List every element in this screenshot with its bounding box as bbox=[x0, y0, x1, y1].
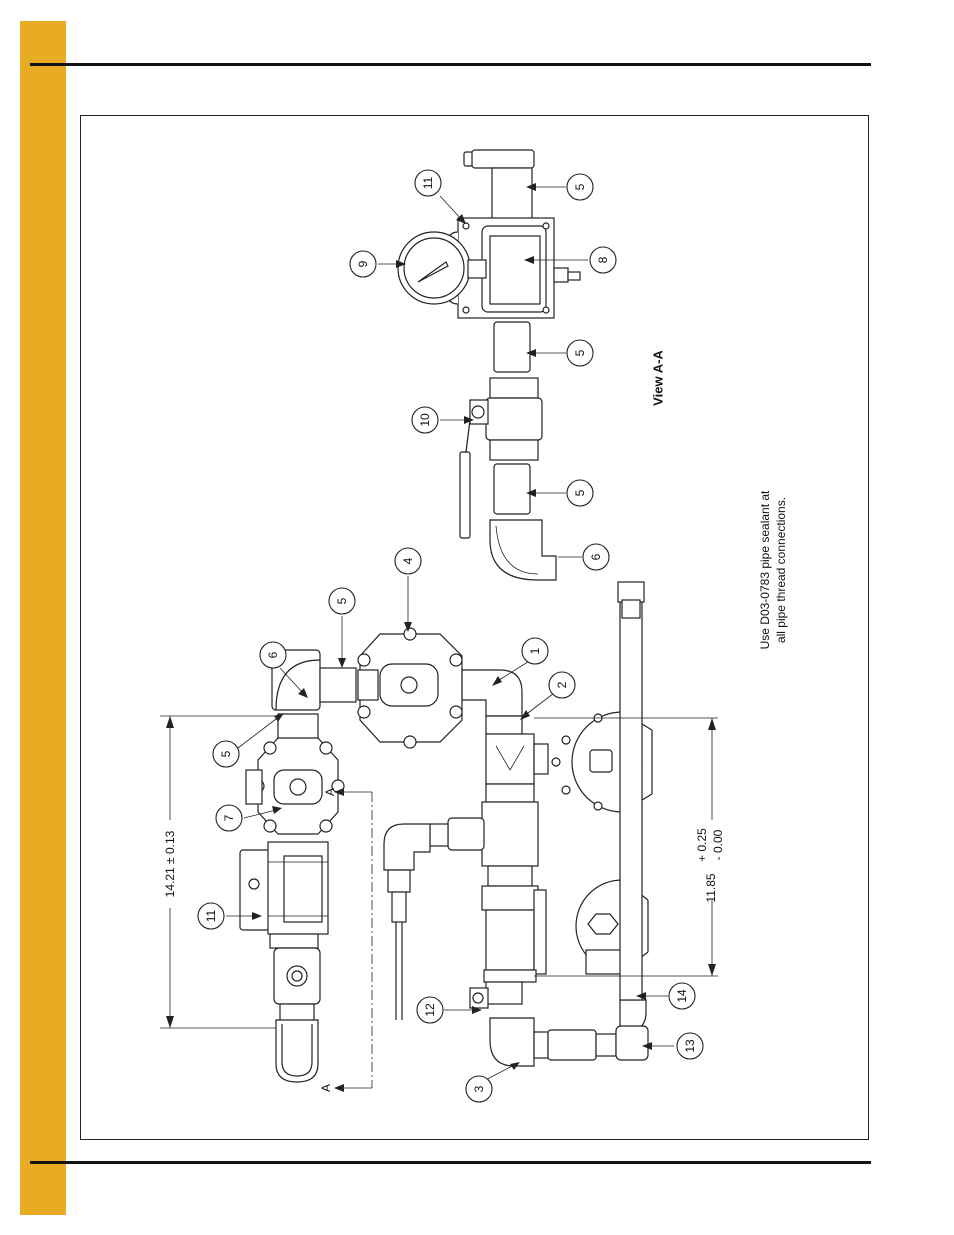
callout-view-11: 11 bbox=[414, 169, 442, 197]
tee-fitting bbox=[481, 801, 539, 867]
side-color-tab bbox=[20, 21, 66, 1215]
callout-view-5-low: 5 bbox=[566, 479, 594, 507]
note-line-2: all pipe thread connections. bbox=[774, 497, 788, 643]
callout-11-main: 11 bbox=[197, 902, 225, 930]
dimension-overall bbox=[160, 715, 276, 1029]
bushing-2 bbox=[485, 715, 523, 735]
regulator-assembly bbox=[239, 841, 329, 949]
nipple-5-upper bbox=[319, 667, 357, 703]
callout-14: 14 bbox=[668, 982, 696, 1010]
header-rule bbox=[30, 63, 871, 66]
svg-text:5: 5 bbox=[573, 183, 587, 190]
callout-4: 4 bbox=[394, 547, 422, 575]
svg-text:11: 11 bbox=[421, 176, 435, 189]
callout-view-8: 8 bbox=[589, 246, 617, 274]
callout-6-main: 6 bbox=[259, 641, 287, 669]
drawing-frame bbox=[80, 115, 869, 1140]
callout-view-5-top: 5 bbox=[566, 173, 594, 201]
callout-5-upper: 5 bbox=[328, 587, 356, 615]
svg-text:11: 11 bbox=[204, 909, 218, 922]
svg-text:10: 10 bbox=[418, 413, 432, 427]
callout-view-10: 10 bbox=[411, 406, 439, 434]
elbow-3 bbox=[489, 1017, 535, 1067]
svg-text:6: 6 bbox=[266, 651, 280, 658]
ball-valve-left bbox=[273, 947, 321, 1083]
section-mark-top: A bbox=[323, 788, 337, 796]
valve-12 bbox=[469, 981, 523, 1009]
elbow-1 bbox=[461, 669, 523, 717]
view-label: View A-A bbox=[651, 350, 666, 406]
callout-3: 3 bbox=[465, 1075, 493, 1103]
svg-text:1: 1 bbox=[528, 647, 542, 654]
pressure-gauge bbox=[397, 231, 487, 305]
leaders bbox=[226, 183, 674, 1085]
check-valve bbox=[485, 909, 535, 971]
svg-text:5: 5 bbox=[219, 750, 233, 757]
footer-rule bbox=[30, 1161, 871, 1164]
sensor-branch bbox=[383, 817, 485, 1020]
callout-2: 2 bbox=[548, 671, 576, 699]
callout-12: 12 bbox=[416, 996, 444, 1024]
callout-13: 13 bbox=[676, 1032, 704, 1060]
svg-text:6: 6 bbox=[589, 553, 603, 560]
svg-text:13: 13 bbox=[683, 1039, 697, 1053]
section-mark-bottom: A bbox=[319, 1084, 333, 1092]
pipe-14 bbox=[619, 599, 643, 1001]
solenoid-valve bbox=[245, 737, 345, 835]
callout-5-main: 5 bbox=[212, 740, 240, 768]
svg-text:2: 2 bbox=[555, 681, 569, 688]
svg-text:14: 14 bbox=[675, 989, 689, 1003]
svg-text:5: 5 bbox=[573, 489, 587, 496]
callout-bubbles: 1 2 3 4 5 6 5 7 11 12 13 14 5 11 9 8 5 1… bbox=[197, 169, 704, 1103]
note-line-1: Use D03-0783 pipe sealant at bbox=[758, 490, 772, 649]
svg-text:3: 3 bbox=[472, 1085, 486, 1092]
callout-view-6: 6 bbox=[582, 543, 610, 571]
strainer bbox=[485, 733, 549, 785]
dimension-center-value: 11.85 bbox=[704, 873, 718, 902]
svg-text:12: 12 bbox=[423, 1003, 437, 1017]
main-assembly bbox=[239, 581, 653, 1092]
callout-view-5-mid: 5 bbox=[566, 339, 594, 367]
dimension-center bbox=[534, 717, 718, 977]
dimension-overall-label: 14.21 ± 0.13 bbox=[163, 830, 177, 897]
valve-4 bbox=[357, 627, 463, 749]
callout-view-9: 9 bbox=[349, 250, 377, 278]
callout-7: 7 bbox=[215, 804, 243, 832]
callout-1: 1 bbox=[521, 637, 549, 665]
svg-text:9: 9 bbox=[356, 260, 370, 267]
svg-text:4: 4 bbox=[401, 557, 415, 564]
svg-text:7: 7 bbox=[222, 814, 236, 821]
svg-text:8: 8 bbox=[596, 256, 610, 263]
dimension-center-minus: - 0.00 bbox=[711, 829, 725, 860]
ball-valve-10 bbox=[459, 377, 543, 539]
elbow-6 bbox=[489, 519, 557, 581]
svg-text:5: 5 bbox=[335, 597, 349, 604]
svg-text:5: 5 bbox=[573, 349, 587, 356]
dimension-center-plus: + 0.25 bbox=[695, 828, 709, 862]
view-a-a bbox=[397, 149, 581, 581]
tank-lower bbox=[575, 879, 649, 975]
